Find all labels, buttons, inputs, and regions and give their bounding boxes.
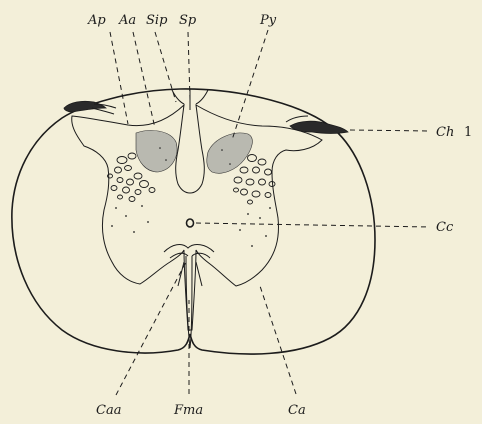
- label-py: Py: [259, 13, 277, 28]
- label-ch-number: 1: [464, 125, 472, 140]
- label-sp: Sp: [179, 13, 197, 28]
- leader-ap: [110, 32, 128, 124]
- label-aa: Aa: [118, 13, 136, 28]
- label-caa: Caa: [96, 403, 121, 418]
- leader-ca: [260, 286, 296, 394]
- label-ap: Ap: [87, 13, 106, 28]
- leader-cc: [196, 223, 430, 227]
- leader-sp: [188, 32, 190, 100]
- label-ch: Ch: [436, 125, 454, 140]
- label-fma: Fma: [173, 403, 203, 418]
- leader-ch: [350, 130, 430, 131]
- grey-matter-outline: [72, 105, 322, 330]
- anterior-commissure: [164, 245, 214, 258]
- central-canal: [187, 219, 194, 227]
- label-sip: Sip: [146, 13, 168, 28]
- label-ca: Ca: [288, 403, 306, 418]
- ventral-root-fibres: [178, 262, 202, 286]
- grey-matter-dots: [111, 147, 271, 247]
- leader-aa: [133, 32, 155, 128]
- left-tract-shaded: [136, 130, 177, 172]
- leader-caa: [116, 262, 186, 395]
- label-cc: Cc: [436, 220, 454, 235]
- leader-py: [232, 30, 268, 140]
- right-dorsal-root: [290, 121, 348, 133]
